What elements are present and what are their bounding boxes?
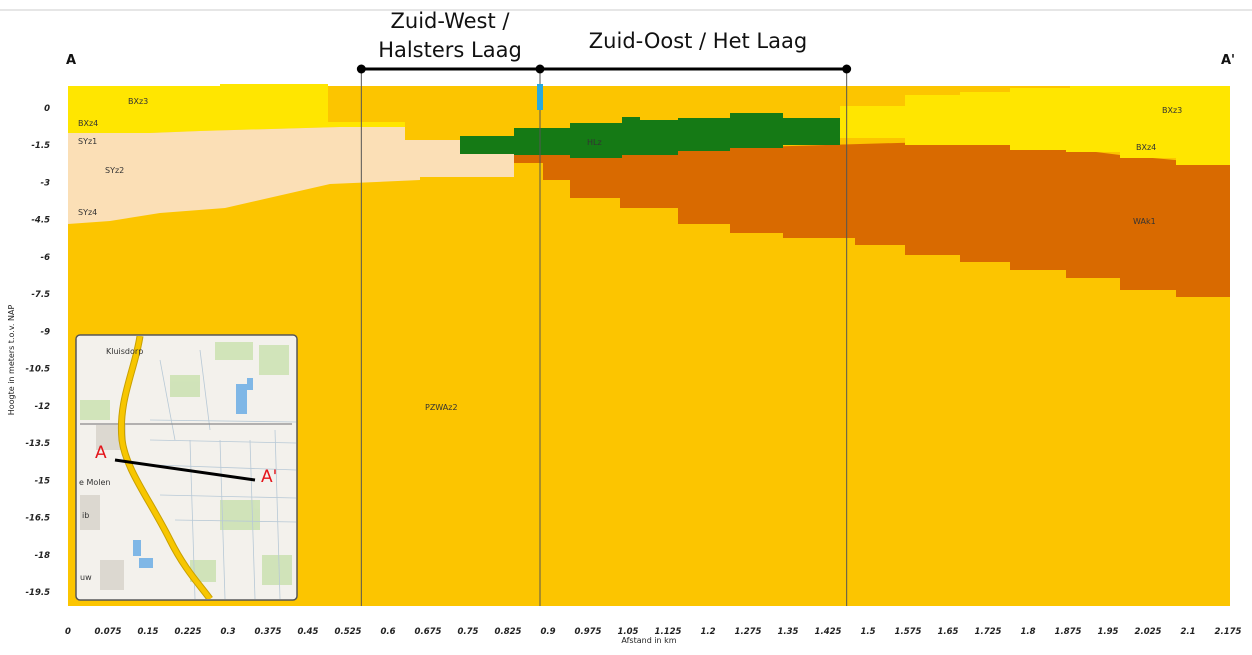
x-tick-label: 0.9 [540, 627, 555, 637]
x-tick-label: 1.05 [618, 627, 639, 637]
zone-brackets: Zuid-West / Halsters Laag Zuid-Oost / He… [356, 9, 852, 74]
x-tick-label: 0.45 [298, 627, 319, 637]
y-tick-label: -9 [41, 327, 51, 337]
label-bxz4-right: BXz4 [1136, 143, 1156, 152]
x-tick-label: 1.725 [975, 627, 1002, 637]
unit-hlz [460, 113, 840, 158]
x-tick-label: 0.375 [255, 627, 282, 637]
y-tick-label: -16.5 [26, 514, 51, 524]
y-tick-label: -19.5 [26, 588, 51, 598]
x-tick-label: 1.125 [655, 627, 682, 637]
map-point-a-prime: A' [261, 467, 277, 487]
y-axis-ticks: 0 -1.5 -3 -4.5 -6 -7.5 -9 -10.5 -12 -13.5 -15 -16.5… [26, 104, 51, 598]
well-marker [537, 84, 543, 110]
x-tick-label: 0.6 [380, 627, 395, 637]
x-tick-label: 2.1 [1180, 627, 1195, 637]
label-bxz3-left: BXz3 [128, 97, 148, 106]
y-axis-title: Hoogte in meters t.o.v. NAP [7, 305, 16, 416]
map-place-ib: ib [82, 511, 89, 520]
x-tick-label: 1.575 [895, 627, 922, 637]
label-syz4: SYz4 [78, 208, 97, 217]
y-tick-label: -7.5 [31, 290, 50, 300]
y-tick-label: -12 [35, 402, 50, 412]
x-tick-label: 1.875 [1055, 627, 1082, 637]
zone-bracket-dot [535, 64, 545, 74]
x-tick-label: 1.425 [815, 627, 842, 637]
y-tick-label: -15 [35, 476, 50, 486]
unit-syz-left [68, 127, 514, 224]
x-tick-label: 1.35 [778, 627, 799, 637]
label-syz1: SYz1 [78, 137, 97, 146]
label-pzwaz2: PZWAz2 [425, 403, 458, 412]
y-tick-label: -18 [35, 551, 50, 561]
y-tick-label: -13.5 [26, 439, 51, 449]
y-tick-label: -6 [41, 253, 51, 263]
label-wak1: WAk1 [1133, 217, 1156, 226]
zone-label-zuid-west-line2: Halsters Laag [378, 38, 522, 62]
unit-bxz3-right [840, 86, 1230, 165]
x-tick-label: 0.15 [138, 627, 159, 637]
x-tick-label: 1.5 [860, 627, 875, 637]
label-bxz3-right: BXz3 [1162, 106, 1182, 115]
y-tick-label: -3 [41, 178, 51, 188]
map-place-uw: uw [80, 573, 92, 582]
x-tick-label: 0.975 [575, 627, 602, 637]
map-place-kluisdorp: Kluisdorp [106, 347, 143, 356]
label-syz2: SYz2 [105, 166, 124, 175]
zone-bracket-dot [356, 64, 366, 74]
x-tick-label: 0.075 [95, 627, 122, 637]
x-tick-label: 1.8 [1020, 627, 1035, 637]
label-bxz4-left: BXz4 [78, 119, 98, 128]
map-point-a: A [95, 443, 107, 463]
x-tick-label: 0.675 [415, 627, 442, 637]
zone-label-zuid-oost: Zuid-Oost / Het Laag [589, 29, 807, 53]
x-tick-label: 0.3 [220, 627, 235, 637]
inset-map: Kluisdorp e Molen ib uw A A' [75, 334, 298, 601]
x-tick-label: 2.025 [1135, 627, 1162, 637]
x-tick-label: 1.65 [938, 627, 959, 637]
x-tick-label: 0.825 [495, 627, 522, 637]
label-hlz: HLz [587, 138, 602, 147]
unit-bxz3-left [68, 84, 405, 133]
endpoint-a-prime: A' [1221, 53, 1235, 68]
x-axis-title: Afstand in km [621, 636, 676, 645]
unit-wak1 [514, 140, 1230, 297]
endpoint-a: A [66, 53, 76, 68]
x-tick-label: 0.225 [175, 627, 202, 637]
y-tick-label: -4.5 [31, 216, 50, 226]
y-tick-label: 0 [44, 104, 50, 114]
zone-bracket-dot [842, 64, 852, 74]
zone-dividers [360, 70, 848, 606]
x-tick-label: 0 [65, 627, 71, 637]
x-axis-ticks: 0 0.075 0.15 0.225 0.3 0.375 0.45 0.525 0.6 0.675… [65, 627, 1241, 637]
x-tick-label: 1.2 [700, 627, 715, 637]
zone-label-zuid-west-line1: Zuid-West / [391, 9, 511, 33]
x-tick-label: 1.275 [735, 627, 762, 637]
x-tick-label: 1.95 [1098, 627, 1119, 637]
map-section-line [114, 458, 256, 482]
y-tick-label: -10.5 [26, 365, 51, 375]
y-tick-label: -1.5 [31, 141, 50, 151]
map-place-molen: e Molen [79, 478, 110, 487]
x-tick-label: 0.75 [458, 627, 479, 637]
x-tick-label: 0.525 [335, 627, 362, 637]
x-tick-label: 2.175 [1215, 627, 1242, 637]
unit-labels: BXz3 BXz4 SYz1 SYz2 SYz4 HLz PZWAz2 BXz3… [78, 97, 1182, 412]
